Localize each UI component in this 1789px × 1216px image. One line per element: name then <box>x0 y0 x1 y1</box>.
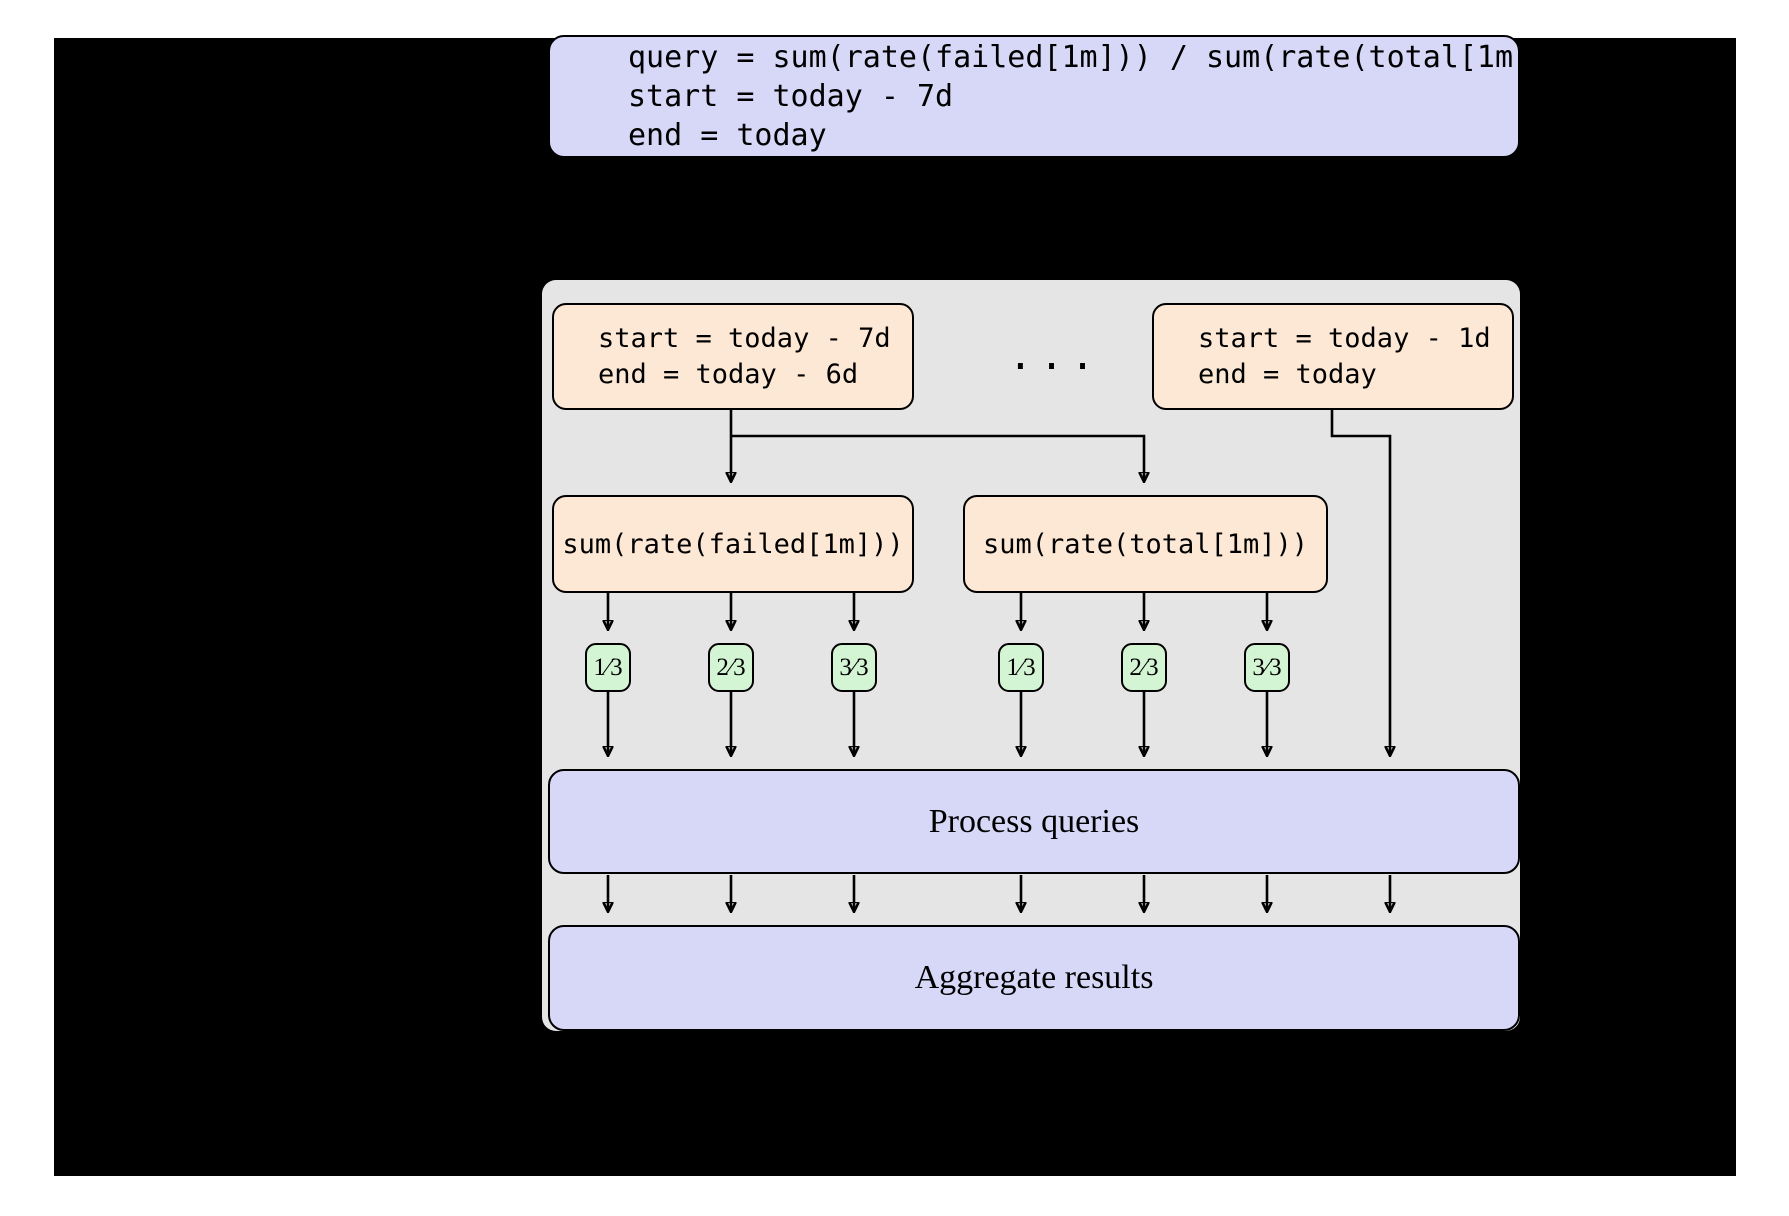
step-chip-total-3: 3⁄3 <box>1244 643 1290 692</box>
query-line-expression: query = sum(rate(failed[1m])) / sum(rate… <box>628 40 1568 75</box>
step-chip-label: 2⁄3 <box>716 653 746 681</box>
time-range-last-start: start = today - 1d <box>1198 322 1491 354</box>
query-line-end: end = today <box>628 118 827 153</box>
step-chip-failed-2: 2⁄3 <box>708 643 754 692</box>
step-chip-failed-3: 3⁄3 <box>831 643 877 692</box>
stage-label-aggregate: Aggregate results <box>914 959 1154 996</box>
time-range-first-start: start = today - 7d <box>598 322 891 354</box>
step-chip-total-2: 2⁄3 <box>1121 643 1167 692</box>
stage-label-process: Process queries <box>928 802 1140 840</box>
shard-ellipsis: ... <box>1008 333 1102 379</box>
step-chip-label: 1⁄3 <box>593 653 623 681</box>
selector-box-total: sum(rate(total[1m])) <box>963 495 1328 593</box>
stage-box-process-queries: Process queries <box>548 769 1520 874</box>
step-chip-label: 3⁄3 <box>839 653 869 681</box>
query-definition-box: query = sum(rate(failed[1m])) / sum(rate… <box>548 35 1567 158</box>
step-chip-total-1: 1⁄3 <box>998 643 1044 692</box>
step-chip-label: 2⁄3 <box>1129 653 1159 681</box>
time-range-box-last: start = today - 1d end = today <box>1152 303 1514 410</box>
stage-box-aggregate-results: Aggregate results <box>548 925 1520 1031</box>
step-chip-label: 3⁄3 <box>1252 653 1282 681</box>
selector-box-failed: sum(rate(failed[1m])) <box>552 495 914 593</box>
step-chip-label: 1⁄3 <box>1006 653 1036 681</box>
time-range-first-end: end = today - 6d <box>598 358 859 390</box>
step-chip-failed-1: 1⁄3 <box>585 643 631 692</box>
query-line-start: start = today - 7d <box>628 79 954 114</box>
time-range-last-end: end = today <box>1198 358 1377 390</box>
selector-label-total: sum(rate(total[1m])) <box>982 528 1309 560</box>
time-range-box-first: start = today - 7d end = today - 6d <box>552 303 914 410</box>
selector-label-failed: sum(rate(failed[1m])) <box>562 528 904 560</box>
